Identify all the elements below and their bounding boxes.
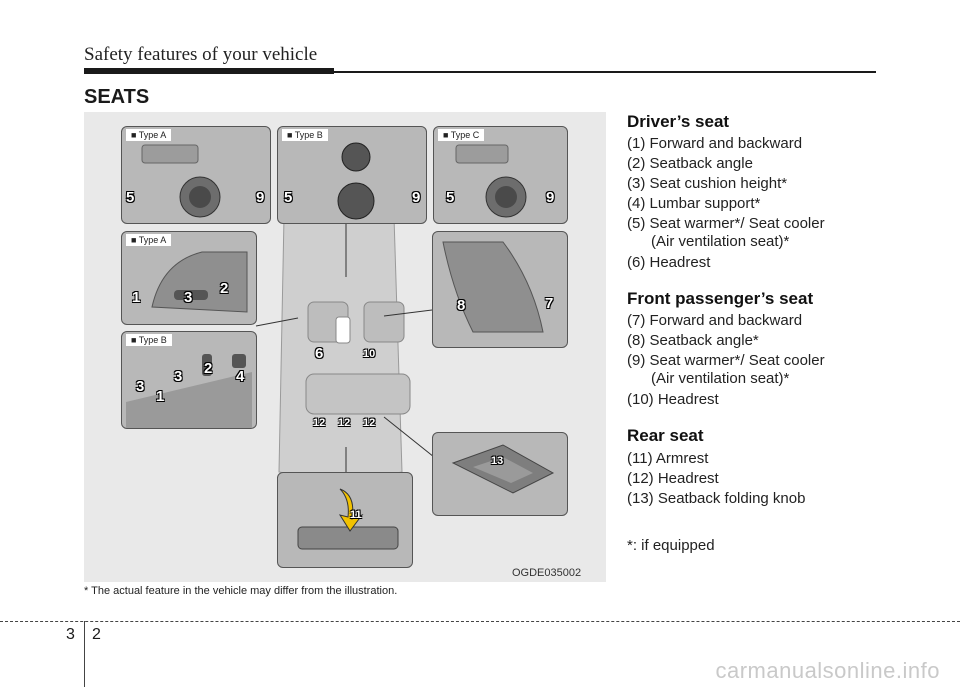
page-number: 2 [92, 626, 101, 643]
passenger-seat-heading: Front passenger’s seat [627, 289, 814, 308]
climate-panel-type-b: ■ Type B 5 9 [277, 126, 427, 224]
list-item: (8) Seatback angle* [627, 332, 759, 349]
page-number-divider [84, 621, 85, 687]
callout-9: 9 [546, 189, 555, 206]
seat-icon [442, 241, 544, 333]
callout-2: 2 [220, 280, 229, 297]
driver-seat-controls-type-b: ■ Type B 3 3 2 4 1 [121, 331, 257, 429]
driver-seat-controls-type-a: ■ Type A 1 3 2 [121, 231, 257, 325]
climate-dial-icon [337, 142, 375, 220]
climate-panel-type-a: ■ Type A 5 9 [121, 126, 271, 224]
callout-3: 3 [174, 368, 183, 385]
type-label: ■ Type B [126, 334, 172, 346]
rear-seat-heading: Rear seat [627, 426, 704, 445]
header-rule-thin [334, 71, 876, 73]
watermark: carmanualsonline.info [715, 658, 940, 683]
illustration-footnote: * The actual feature in the vehicle may … [84, 585, 398, 597]
callout-1: 1 [132, 289, 141, 306]
callout-12: 12 [363, 417, 376, 429]
list-item-continuation: (Air ventilation seat)* [651, 233, 790, 250]
callout-12: 12 [338, 417, 351, 429]
chapter-number: 3 [66, 626, 75, 643]
callout-8: 8 [457, 297, 466, 314]
list-item: (4) Lumbar support* [627, 195, 761, 212]
armrest-arrow-icon [297, 488, 399, 550]
list-item: (11) Armrest [627, 450, 709, 467]
if-equipped-note: *: if equipped [627, 537, 715, 554]
type-label: ■ Type B [282, 129, 328, 141]
seat-icon [151, 251, 248, 313]
callout-5: 5 [446, 189, 455, 206]
callout-3: 3 [136, 378, 145, 395]
type-label: ■ Type C [438, 129, 485, 141]
callout-11: 11 [350, 509, 362, 521]
type-label: ■ Type A [126, 234, 172, 246]
callout-7: 7 [545, 295, 554, 312]
seat-switch-icon [126, 354, 252, 428]
figure-code: OGDE035002 [512, 567, 582, 579]
callout-5: 5 [126, 189, 135, 206]
rear-armrest: 11 [277, 472, 413, 568]
list-item: (7) Forward and backward [627, 312, 803, 329]
callout-1: 1 [156, 388, 165, 405]
car-silhouette [255, 206, 435, 479]
rear-seat-folding-knob: 13 [432, 432, 568, 516]
section-title: SEATS [84, 86, 150, 108]
list-item: (10) Headrest [627, 391, 719, 408]
list-item: (6) Headrest [627, 254, 711, 271]
seats-illustration: ■ Type A 5 9 ■ Type B 5 9 ■ Type C 5 9 ■… [84, 112, 606, 582]
climate-knob-icon [141, 144, 221, 218]
callout-4: 4 [236, 368, 245, 385]
callout-2: 2 [204, 360, 213, 377]
list-item: (2) Seatback angle [627, 155, 753, 172]
footer-rule [0, 621, 960, 622]
header-rule-thick [84, 68, 334, 74]
list-item: (1) Forward and backward [627, 135, 803, 152]
passenger-seat-controls: 8 7 [432, 231, 568, 348]
callout-9: 9 [256, 189, 265, 206]
climate-knob-icon [455, 144, 527, 218]
callout-9: 9 [412, 189, 421, 206]
drivers-seat-heading: Driver’s seat [627, 112, 730, 131]
list-item: (5) Seat warmer*/ Seat cooler [627, 215, 825, 232]
knob-icon [451, 444, 555, 494]
callout-13: 13 [491, 455, 504, 467]
climate-panel-type-c: ■ Type C 5 9 [433, 126, 568, 224]
list-item-continuation: (Air ventilation seat)* [651, 370, 790, 387]
list-item: (13) Seatback folding knob [627, 490, 806, 507]
callout-5: 5 [284, 189, 293, 206]
list-item: (3) Seat cushion height* [627, 175, 788, 192]
callout-3: 3 [184, 289, 193, 306]
callout-6: 6 [315, 345, 324, 362]
running-header: Safety features of your vehicle [84, 44, 318, 65]
callout-12: 12 [313, 417, 326, 429]
list-item: (9) Seat warmer*/ Seat cooler [627, 352, 825, 369]
type-label: ■ Type A [126, 129, 172, 141]
callout-10: 10 [363, 348, 376, 360]
list-item: (12) Headrest [627, 470, 719, 487]
